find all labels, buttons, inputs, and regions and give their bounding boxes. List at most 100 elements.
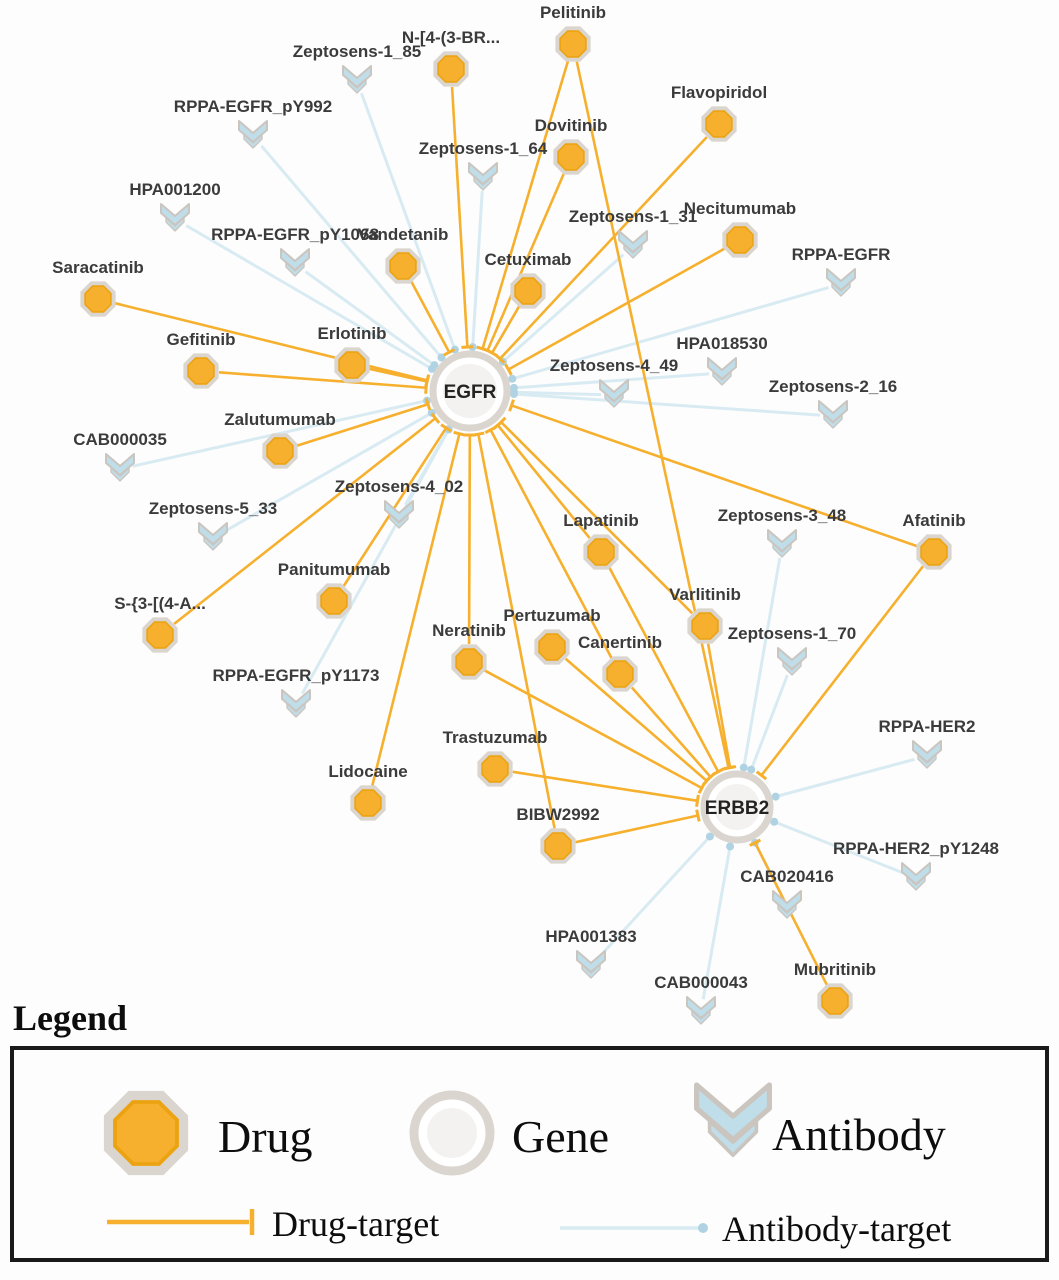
antibody-target-edge xyxy=(513,392,821,417)
drug-edge-inhibit-bar xyxy=(440,423,452,433)
edges-layer xyxy=(115,60,925,1000)
drug-target-edge xyxy=(115,302,428,382)
antibody-node-RPPA-HER2 xyxy=(912,740,942,769)
drug-target-edge xyxy=(608,567,720,773)
drug-target-edge xyxy=(706,643,732,768)
antibody-edge-dot xyxy=(437,353,446,362)
antibody-target-edge xyxy=(185,224,433,371)
drug-target-edge xyxy=(467,434,472,645)
drug-node-Trastuzumab xyxy=(477,751,513,787)
antibody-label: RPPA-EGFR_pY1173 xyxy=(213,666,380,685)
legend-antibody-label: Antibody xyxy=(772,1109,946,1160)
drug-edge-inhibit-bar xyxy=(504,363,513,376)
antibody-edge-dot xyxy=(705,832,714,841)
drug-target-edge xyxy=(481,60,570,350)
legend-title: Legend xyxy=(13,998,127,1038)
drug-target-edge xyxy=(173,417,437,625)
drug-node-Saracatinib xyxy=(80,281,116,317)
antibody-node-Zeptosens-1_85 xyxy=(342,65,372,94)
antibody-node-Zeptosens-4_02 xyxy=(384,500,414,529)
drug-edge-inhibit-bar xyxy=(508,399,515,412)
drug-edge-inhibit-bar xyxy=(453,430,466,437)
drug-target-edge xyxy=(450,86,469,348)
antibody-node-RPPA-EGFR_pY1173 xyxy=(281,689,311,718)
drug-label: Zalutumumab xyxy=(224,410,335,429)
drug-target-edge xyxy=(489,429,613,659)
drug-node-Afatinib xyxy=(916,534,952,570)
drug-target-edge xyxy=(564,657,708,782)
antibody-node-RPPA-EGFR_pY1068 xyxy=(280,248,310,277)
antibody-label: Zeptosens-1_85 xyxy=(293,42,422,61)
antibody-label: RPPA-EGFR_pY992 xyxy=(174,97,332,116)
antibody-node-Zeptosens-3_48 xyxy=(767,529,797,558)
antibody-edge-dot xyxy=(771,792,780,801)
drug-label: Pertuzumab xyxy=(503,606,600,625)
drug-label: Cetuximab xyxy=(485,250,572,269)
drug-label: Lidocaine xyxy=(328,762,407,781)
drug-edge-inhibit-bar xyxy=(484,425,497,435)
antibody-edge-dot xyxy=(509,390,518,399)
drug-target-edge xyxy=(490,305,521,354)
drug-edge-inhibit-bar xyxy=(697,781,706,794)
drug-label: Saracatinib xyxy=(52,258,144,277)
antibody-target-edge xyxy=(513,390,602,397)
drug-target-edge xyxy=(371,433,461,786)
antibody-node-HPA001200 xyxy=(160,203,190,232)
gene-node-EGFR xyxy=(429,350,511,432)
drug-label: Gefitinib xyxy=(167,330,236,349)
antibody-target-edge xyxy=(300,428,450,695)
drug-label: S-{3-[(4-A... xyxy=(114,594,206,613)
antibody-node-RPPA-HER2_pY1248 xyxy=(901,862,931,891)
drug-edge-inhibit-bar xyxy=(430,412,441,424)
legend-gene-icon xyxy=(409,1090,495,1176)
drug-edge-inhibit-bar xyxy=(495,416,507,428)
antibody-label: HPA001383 xyxy=(545,927,636,946)
antibody-edge-dot xyxy=(770,817,779,826)
antibody-target-edge xyxy=(304,270,436,367)
antibody-label: Zeptosens-3_48 xyxy=(718,506,847,525)
antibody-label: CAB000043 xyxy=(654,973,748,992)
antibody-label: RPPA-EGFR_pY1068 xyxy=(211,225,379,244)
drug-node-Panitumumab xyxy=(316,583,352,619)
drug-label: Varlitinib xyxy=(669,585,741,604)
antibody-target-edge xyxy=(775,757,915,799)
drug-node-Dovitinib xyxy=(553,139,589,175)
drug-target-edge xyxy=(486,173,566,352)
drug-node-Lapatinib xyxy=(583,534,619,570)
drug-node-Erlotinib xyxy=(334,347,370,383)
antibody-label: CAB020416 xyxy=(740,867,834,886)
drug-target-edge xyxy=(512,770,698,803)
drug-edge-inhibit-bar xyxy=(472,431,485,437)
legend: Legend Drug Gene Antibody Drug-target An… xyxy=(10,998,1049,1262)
drug-node-Pelitinib xyxy=(555,26,591,62)
drug-node-Lidocaine xyxy=(350,785,386,821)
antibody-node-HPA001383 xyxy=(576,950,606,979)
drug-target-edge xyxy=(511,404,918,548)
drug-target-edge xyxy=(296,403,429,447)
drug-label: Lapatinib xyxy=(563,511,639,530)
antibody-label: HPA001200 xyxy=(129,180,220,199)
drug-edge-inhibit-bar xyxy=(695,809,701,822)
drug-node-S-{3-[(4-A... xyxy=(142,617,178,653)
drug-target-edge xyxy=(760,565,925,777)
antibody-target-edge xyxy=(511,286,829,381)
antibody-target-edge xyxy=(749,674,789,771)
drug-edge-inhibit-bar xyxy=(705,771,717,783)
antibody-label: RPPA-HER2_pY1248 xyxy=(833,839,999,858)
antibody-edge-dot xyxy=(430,361,439,370)
drug-label: Flavopiridol xyxy=(671,83,767,102)
antibody-node-RPPA-EGFR xyxy=(826,268,856,297)
drug-node-Canertinib xyxy=(602,656,638,692)
drug-node-Mubritinib xyxy=(817,983,853,1019)
antibody-target-edge xyxy=(501,253,625,363)
antibody-node-Zeptosens-1_64 xyxy=(468,162,498,191)
drug-node-Zalutumumab xyxy=(262,433,298,469)
drug-target-edge xyxy=(496,424,591,539)
legend-glyphs xyxy=(103,1082,772,1235)
antibody-node-HPA018530 xyxy=(707,357,737,386)
legend-drug-icon xyxy=(103,1090,189,1176)
drug-node-Varlitinib xyxy=(687,608,723,644)
drug-label: Dovitinib xyxy=(535,116,608,135)
antibody-node-CAB020416 xyxy=(772,890,802,919)
drug-edge-inhibit-bar xyxy=(723,765,737,771)
